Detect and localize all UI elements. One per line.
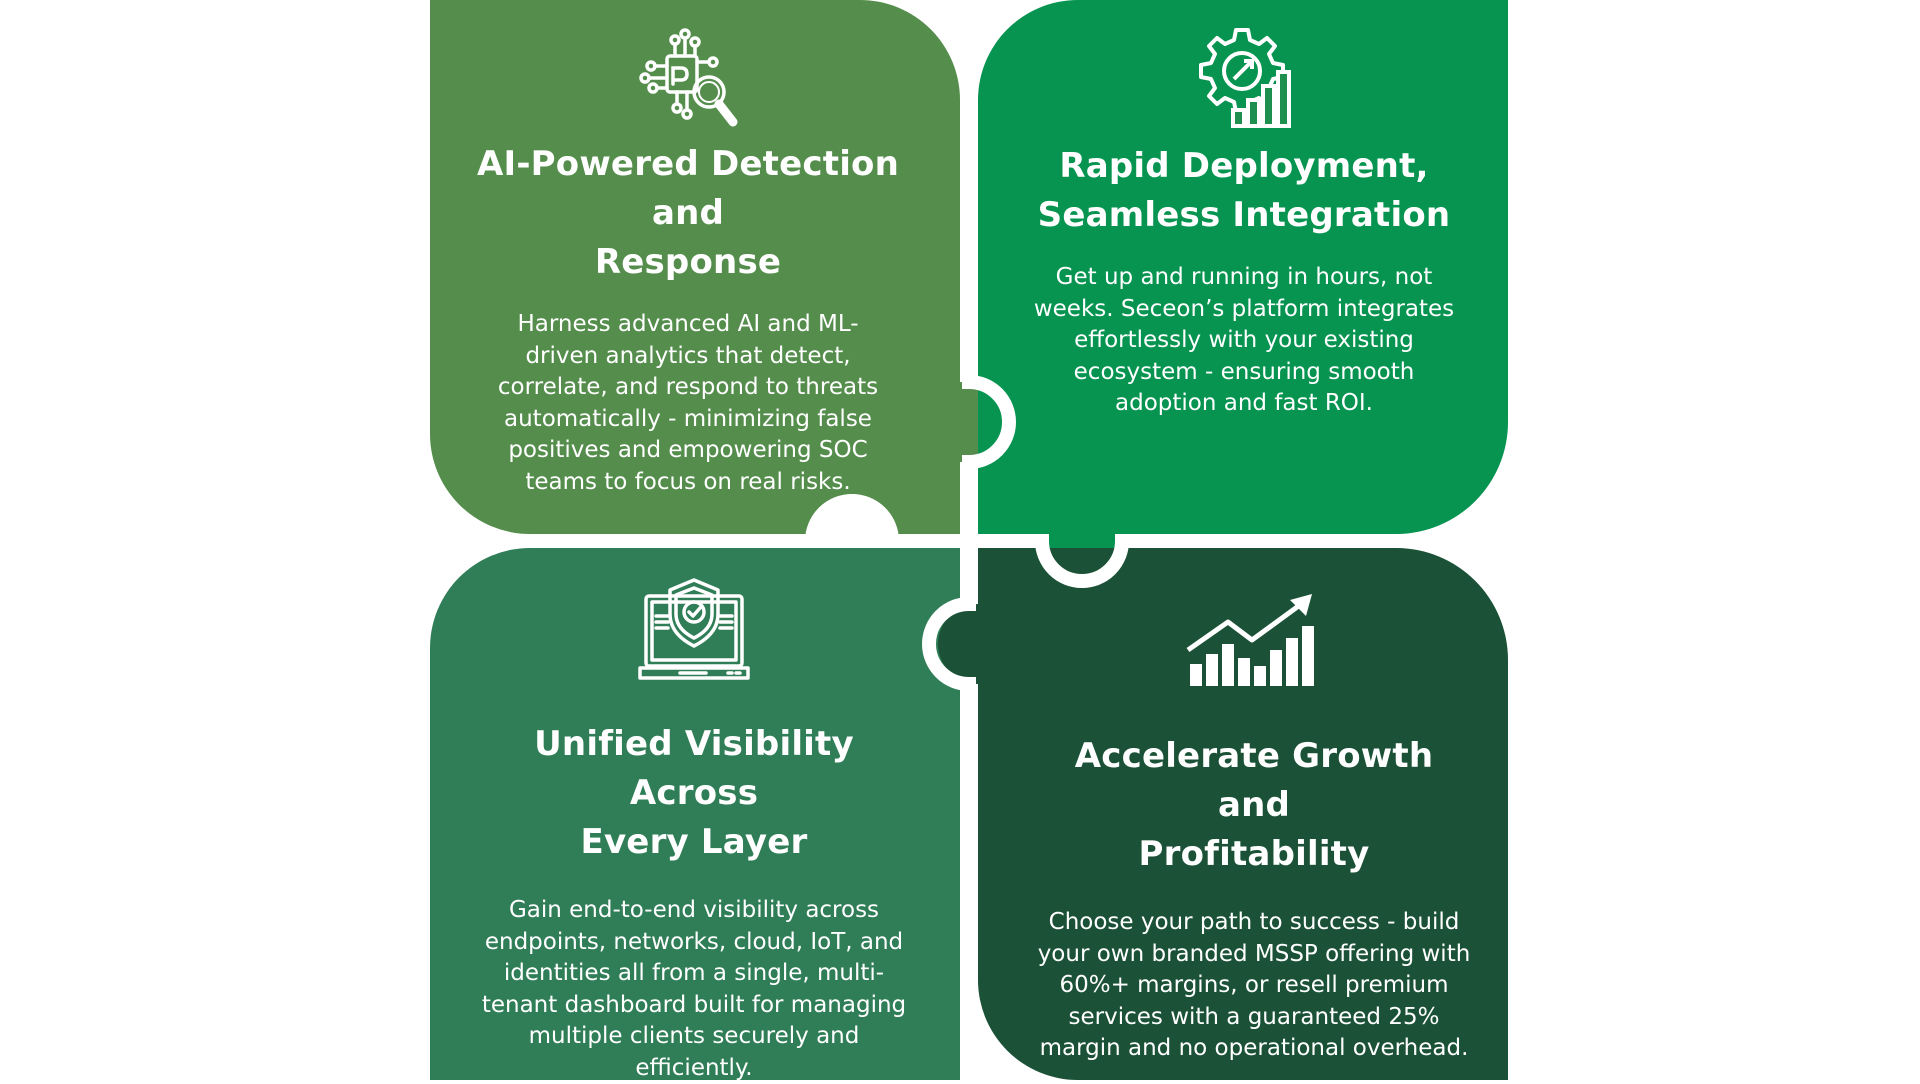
card-title-line-2: Seamless Integration bbox=[1037, 195, 1451, 235]
puzzle-seams bbox=[430, 0, 1508, 1080]
card-title-line-2: Response bbox=[594, 242, 782, 282]
feature-card-accelerate-growth: Accelerate Growth and Profitability Choo… bbox=[1034, 590, 1474, 1065]
card-title-line-1: Unified Visibility Across bbox=[534, 724, 854, 813]
card-title: AI-Powered Detection and Response bbox=[468, 140, 908, 287]
card-title: Rapid Deployment, Seamless Integration bbox=[1024, 142, 1464, 240]
card-title: Accelerate Growth and Profitability bbox=[1034, 732, 1474, 879]
puzzle-piece-top-left bbox=[430, 0, 1000, 534]
card-title-line-2: Every Layer bbox=[580, 822, 808, 862]
card-description: Choose your path to success - build your… bbox=[1037, 909, 1471, 1061]
card-title-line-1: Accelerate Growth and bbox=[1074, 736, 1434, 825]
puzzle-piece-top-right bbox=[978, 0, 1508, 574]
feature-card-rapid-deployment: Rapid Deployment, Seamless Integration G… bbox=[1024, 22, 1464, 420]
card-title-line-2: Profitability bbox=[1138, 834, 1370, 874]
card-description: Get up and running in hours, not weeks. … bbox=[1033, 264, 1455, 416]
card-title-line-1: AI-Powered Detection and bbox=[476, 144, 900, 233]
gear-growth-icon bbox=[1199, 28, 1291, 128]
growth-chart-icon bbox=[1186, 594, 1314, 686]
puzzle-piece-bottom-right bbox=[938, 548, 1508, 1080]
laptop-shield-icon bbox=[638, 578, 750, 680]
puzzle-piece-bottom-left bbox=[430, 548, 960, 1080]
feature-card-unified-visibility: Unified Visibility Across Every Layer Ga… bbox=[474, 576, 914, 1084]
card-title: Unified Visibility Across Every Layer bbox=[474, 720, 914, 867]
card-title-line-1: Rapid Deployment, bbox=[1059, 146, 1429, 186]
feature-card-ai-detection: AI-Powered Detection and Response Harnes… bbox=[468, 22, 908, 498]
card-description: Gain end-to-end visibility across endpoi… bbox=[481, 897, 907, 1081]
card-description: Harness advanced AI and ML-driven analyt… bbox=[497, 311, 879, 495]
ai-search-icon bbox=[639, 28, 738, 127]
